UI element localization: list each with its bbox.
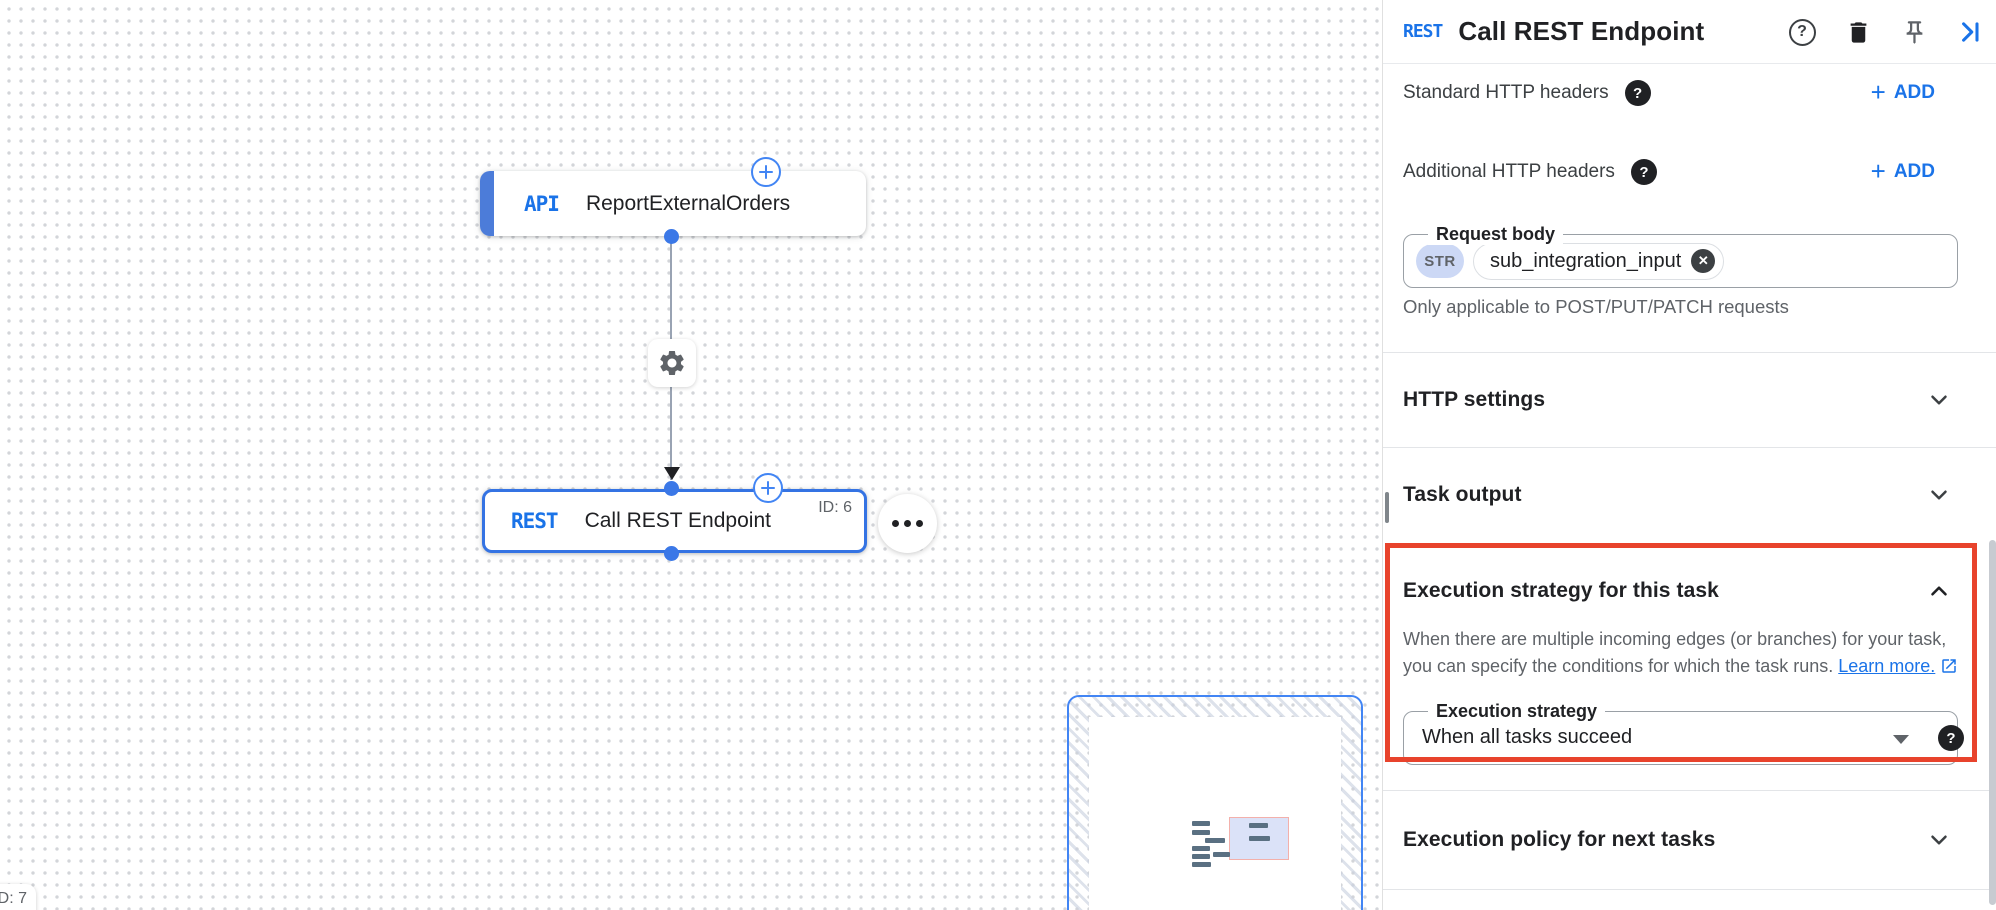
section-execution-policy[interactable]: Execution policy for next tasks — [1383, 790, 1996, 889]
add-additional-header-button[interactable]: + ADD — [1870, 156, 1935, 186]
plus-icon: + — [1870, 156, 1886, 186]
remove-variable-icon[interactable]: ✕ — [1691, 249, 1716, 273]
panel-title: Call REST Endpoint — [1458, 16, 1705, 46]
add-standard-header-button[interactable]: + ADD — [1870, 77, 1935, 107]
trash-icon — [1845, 19, 1872, 46]
add-edge-button[interactable] — [751, 157, 781, 187]
dropdown-caret-icon — [1893, 735, 1909, 744]
add-edge-button[interactable] — [753, 473, 783, 503]
additional-http-headers-row: Additional HTTP headers ? + ADD — [1403, 151, 1996, 193]
delete-task-button[interactable] — [1840, 14, 1876, 50]
rest-badge: REST — [1403, 21, 1443, 42]
help-icon[interactable]: ? — [1630, 159, 1657, 185]
gear-icon — [657, 348, 687, 378]
plus-icon — [758, 164, 774, 180]
panel-header: REST Call REST Endpoint ? — [1383, 0, 1996, 64]
divider — [1383, 889, 1996, 890]
section-title: Execution policy for next tasks — [1403, 827, 1716, 851]
help-icon[interactable]: ? — [1938, 725, 1964, 751]
additional-http-headers-label: Additional HTTP headers — [1403, 161, 1615, 182]
variable-type-chip: STR — [1416, 244, 1464, 278]
connection-port-out[interactable] — [664, 546, 679, 561]
section-title: HTTP settings — [1403, 387, 1546, 411]
minimap-node-bar — [1213, 852, 1230, 857]
plus-icon — [760, 480, 776, 496]
pin-icon — [1901, 19, 1928, 46]
help-icon[interactable]: ? — [1624, 80, 1651, 106]
minimap-viewport — [1089, 717, 1341, 910]
standard-http-headers-label: Standard HTTP headers — [1403, 82, 1609, 103]
connection-port-in[interactable] — [664, 481, 679, 496]
partial-task-node[interactable]: ID: 7 — [0, 884, 36, 910]
minimap-node-bar — [1192, 862, 1211, 867]
standard-http-headers-row: Standard HTTP headers ? + ADD — [1403, 72, 1996, 114]
three-dots-icon — [892, 520, 899, 527]
execution-strategy-field-label: Execution strategy — [1428, 701, 1606, 722]
chevron-down-icon — [1926, 387, 1952, 413]
chevron-up-icon — [1926, 578, 1952, 604]
task-config-panel: REST Call REST Endpoint ? — [1382, 0, 1996, 910]
node-id-label: ID: 6 — [818, 499, 852, 516]
variable-name: sub_integration_input — [1490, 249, 1682, 272]
collapse-panel-button[interactable] — [1952, 14, 1988, 50]
request-body-field[interactable]: Request body STR sub_integration_input ✕ — [1403, 224, 1958, 288]
minimap-node-bar — [1192, 846, 1210, 851]
node-title: ReportExternalOrders — [585, 191, 791, 215]
variable-chip[interactable]: sub_integration_input ✕ — [1473, 242, 1725, 280]
section-http-settings[interactable]: HTTP settings — [1383, 352, 1996, 447]
chevron-down-icon — [1926, 482, 1952, 508]
minimap-node-bar — [1192, 854, 1210, 859]
help-button[interactable]: ? — [1784, 14, 1820, 50]
divider — [1383, 790, 1996, 791]
edge-arrowhead-icon — [664, 467, 680, 480]
collapse-right-icon — [1956, 18, 1984, 46]
request-body-helper: Only applicable to POST/PUT/PATCH reques… — [1403, 296, 1789, 317]
chevron-down-icon — [1926, 827, 1952, 853]
section-title: Task output — [1403, 483, 1522, 506]
node-title: Call REST Endpoint — [584, 509, 771, 532]
rest-badge: REST — [511, 509, 559, 533]
minimap-node-bar — [1249, 836, 1270, 841]
minimap[interactable] — [1067, 695, 1363, 910]
minimap-node-bar — [1192, 830, 1210, 835]
pin-panel-button[interactable] — [1896, 14, 1932, 50]
section-task-output[interactable]: Task output — [1383, 447, 1996, 543]
divider — [1383, 352, 1996, 353]
minimap-node-bar — [1249, 823, 1268, 828]
connection-port-out[interactable] — [664, 229, 679, 244]
plus-icon: + — [1870, 77, 1886, 107]
node-id-label: ID: 7 — [0, 890, 27, 907]
request-body-label: Request body — [1428, 224, 1564, 245]
execution-strategy-description: When there are multiple incoming edges (… — [1403, 626, 1963, 683]
execution-strategy-select[interactable]: Execution strategy When all tasks succee… — [1403, 701, 1964, 765]
section-title: Execution strategy for this task — [1403, 579, 1719, 602]
divider — [1383, 447, 1996, 448]
minimap-node-bar — [1205, 838, 1225, 843]
section-execution-strategy[interactable]: Execution strategy for this task — [1383, 556, 1996, 626]
task-node-call-rest-endpoint[interactable]: REST Call REST Endpoint ID: 6 — [482, 489, 867, 553]
edge-settings-button[interactable] — [648, 339, 696, 387]
minimap-node-bar — [1192, 821, 1210, 826]
learn-more-link[interactable]: Learn more. — [1838, 656, 1936, 676]
execution-strategy-value: When all tasks succeed — [1422, 726, 1633, 748]
scroll-tick — [1385, 492, 1389, 523]
help-icon: ? — [1788, 18, 1816, 46]
api-badge: API — [524, 191, 560, 216]
task-node-report-external-orders[interactable]: API ReportExternalOrders — [480, 171, 866, 236]
panel-scrollbar[interactable] — [1989, 540, 1996, 905]
integration-canvas[interactable]: API ReportExternalOrders REST Call REST … — [0, 0, 1383, 910]
node-accent-bar — [480, 171, 494, 236]
external-link-icon — [1940, 656, 1958, 683]
node-menu-button[interactable] — [878, 494, 937, 553]
